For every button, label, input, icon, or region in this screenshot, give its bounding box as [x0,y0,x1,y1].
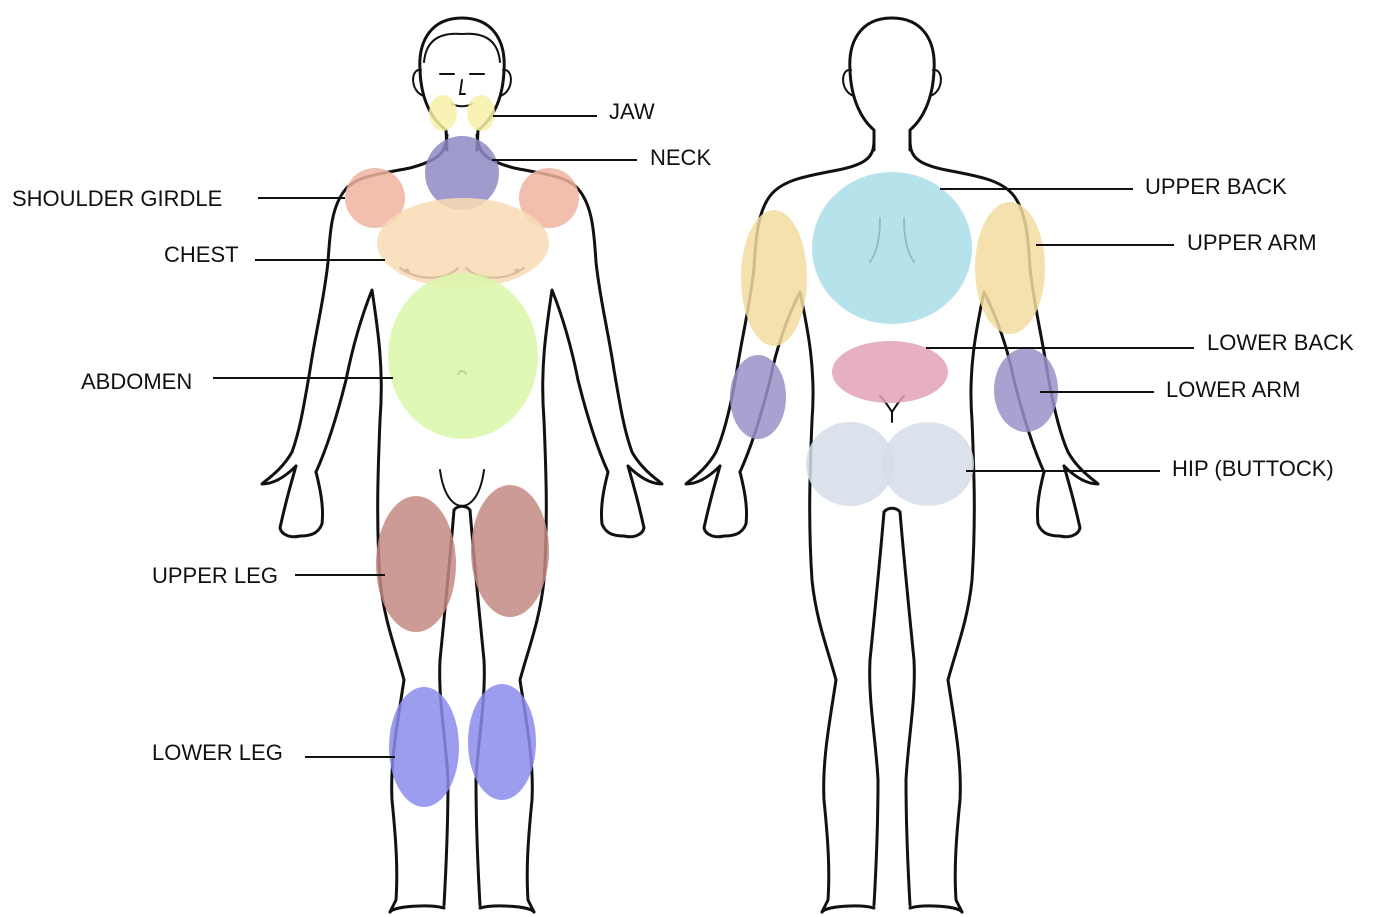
label-abdomen: ABDOMEN [81,369,192,394]
front-nose [460,80,465,94]
region-lower-arm-left [730,355,786,439]
region-lower-leg-right [468,684,536,800]
front-left-hand [280,466,323,537]
label-hip: HIP (BUTTOCK) [1172,456,1334,481]
label-upper-leg: UPPER LEG [152,563,278,588]
region-upper-leg-left [376,496,456,632]
region-jaw-right [467,95,495,131]
label-lower-arm: LOWER ARM [1166,377,1300,402]
label-chest: CHEST [164,242,239,267]
labels: JAW NECK SHOULDER GIRDLE CHEST ABDOMEN U… [12,99,1354,765]
front-hair [424,34,500,62]
region-hip-right [882,422,974,506]
label-upper-back: UPPER BACK [1145,174,1287,199]
front-groin [440,470,484,506]
region-upper-arm-left [741,210,807,346]
region-lower-back [832,341,948,403]
region-hip-left [806,422,894,506]
region-upper-back [812,172,972,324]
region-lower-leg-left [389,687,459,807]
front-right-hand [601,466,644,537]
region-upper-arm-right [975,202,1045,334]
back-inner-legs [870,508,915,905]
label-neck: NECK [650,145,711,170]
region-jaw-left [429,95,457,131]
label-upper-arm: UPPER ARM [1187,230,1317,255]
back-right-hand [1037,466,1080,537]
region-lower-arm-right [994,348,1058,432]
label-shoulder-girdle: SHOULDER GIRDLE [12,186,222,211]
back-regions [730,172,1058,506]
label-lower-back: LOWER BACK [1207,330,1354,355]
front-feet [390,906,534,912]
back-feet [822,906,962,912]
label-lower-leg: LOWER LEG [152,740,283,765]
region-upper-leg-right [471,485,549,617]
back-left-hand [704,466,747,537]
label-jaw: JAW [609,99,655,124]
back-head-outline [850,18,934,150]
region-abdomen [388,273,538,439]
